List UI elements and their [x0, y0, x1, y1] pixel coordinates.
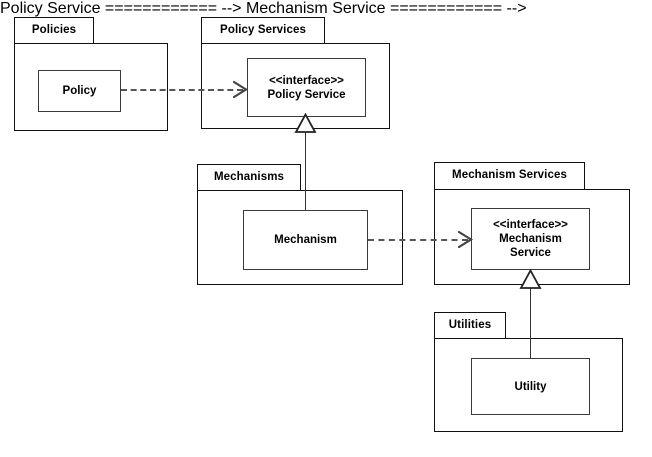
interface-policy-service-name: Policy Service: [267, 88, 346, 101]
package-utilities-label: Utilities: [448, 318, 492, 331]
package-mechanisms-tab: Mechanisms: [197, 164, 301, 191]
dependency-policy-to-policy-service-line: [121, 89, 243, 91]
interface-policy-service-stereotype: <<interface>>: [269, 74, 344, 87]
class-policy[interactable]: Policy: [38, 70, 121, 112]
interface-mechanism-service-name-line1: Mechanism: [499, 233, 562, 245]
class-utility[interactable]: Utility: [471, 358, 590, 415]
interface-mechanism-service[interactable]: <<interface>> Mechanism Service: [471, 208, 590, 270]
package-mechanism-services-label: Mechanism Services: [452, 169, 567, 182]
package-policies-label: Policies: [31, 23, 77, 36]
dependency-policy-to-policy-service-arrowhead-icon: [233, 81, 249, 98]
package-utilities-tab: Utilities: [434, 312, 506, 339]
package-policy-services-label: Policy Services: [220, 23, 306, 36]
package-policies-tab: Policies: [14, 17, 94, 44]
generalization-utility-to-mechanism-service-triangle-icon: [519, 269, 542, 289]
dependency-mechanism-to-mechanism-service-line: [368, 239, 468, 241]
interface-mechanism-service-stereotype: <<interface>>: [493, 219, 568, 231]
generalization-mechanism-to-policy-service-line: [305, 131, 306, 211]
interface-mechanism-service-name-line2: Service: [510, 247, 551, 259]
generalization-utility-to-mechanism-service-line: [530, 287, 531, 359]
class-mechanism-name: Mechanism: [274, 234, 337, 246]
class-utility-name: Utility: [514, 380, 547, 393]
package-mechanism-services-tab: Mechanism Services: [434, 162, 585, 190]
interface-policy-service[interactable]: <<interface>> Policy Service: [247, 58, 366, 117]
package-mechanisms-label: Mechanisms: [213, 170, 285, 183]
package-policy-services-tab: Policy Services: [201, 17, 325, 44]
class-mechanism[interactable]: Mechanism: [243, 210, 368, 270]
class-policy-name: Policy: [62, 85, 97, 97]
dependency-mechanism-to-mechanism-service-arrowhead-icon: [458, 231, 474, 248]
generalization-mechanism-to-policy-service-triangle-icon: [294, 113, 317, 133]
